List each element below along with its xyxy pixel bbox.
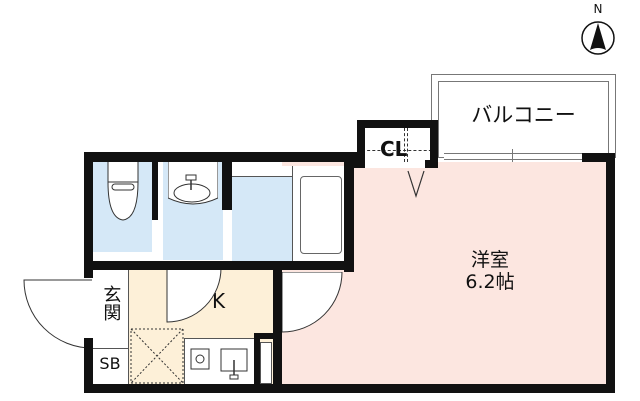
- wall-bath-right: [344, 152, 354, 272]
- sink-icon: [168, 160, 218, 205]
- shoe-box: [92, 348, 129, 385]
- bathroom: [232, 176, 292, 261]
- entrance-text: 玄関: [100, 285, 122, 321]
- entrance-door-icon[interactable]: [22, 278, 94, 350]
- wall-left: [84, 152, 93, 278]
- entrance-label: 玄関: [98, 285, 122, 327]
- entrance: [92, 270, 129, 348]
- balcony-label: バルコニー: [471, 103, 576, 127]
- closet: [357, 123, 437, 168]
- western-room-size: 6.2帖: [465, 270, 515, 293]
- wall-closet-bottom-l: [344, 160, 364, 168]
- wall-closet-right: [430, 120, 438, 168]
- north-arrow-icon: [581, 21, 615, 55]
- wall-counter-sep: [254, 338, 260, 386]
- wall-wet-bottom: [84, 261, 354, 270]
- wall-wash-bath: [222, 160, 232, 210]
- wall-kitchen-right: [273, 270, 282, 390]
- stove-icon: [190, 348, 210, 370]
- wall-toilet-wash: [152, 160, 158, 220]
- balcony: バルコニー: [431, 74, 616, 158]
- closet-door-icon[interactable]: [406, 170, 428, 198]
- shoe-box-label: SB: [99, 354, 121, 373]
- wall-bottom: [84, 384, 615, 393]
- toilet-icon: [107, 160, 139, 221]
- washroom-door-icon[interactable]: [165, 268, 225, 324]
- wall-left-lower: [84, 338, 93, 393]
- entrance-floor-icon: [130, 328, 184, 384]
- kitchen-sink-icon: [220, 348, 248, 380]
- kitchen-label: K: [212, 289, 226, 313]
- wall-right: [606, 153, 615, 393]
- wall-closet-top: [357, 120, 437, 128]
- compass-north-label: N: [593, 2, 603, 16]
- wall-balcony-right: [582, 153, 614, 162]
- bathtub-icon: [300, 176, 342, 254]
- balcony-window[interactable]: [444, 153, 584, 160]
- window-mark: [512, 149, 513, 162]
- room-door-icon[interactable]: [280, 272, 344, 334]
- wall-top-left: [84, 152, 364, 162]
- fridge-space: [260, 342, 272, 384]
- western-room-name: 洋室: [470, 249, 509, 271]
- compass: N: [578, 2, 618, 58]
- wall-closet-bottom-r: [425, 160, 438, 168]
- western-room-label: 洋室 6.2帖: [440, 249, 540, 294]
- closet-label: CL: [380, 137, 408, 161]
- wall-closet-left: [357, 120, 365, 168]
- wall-counter-top: [254, 333, 276, 339]
